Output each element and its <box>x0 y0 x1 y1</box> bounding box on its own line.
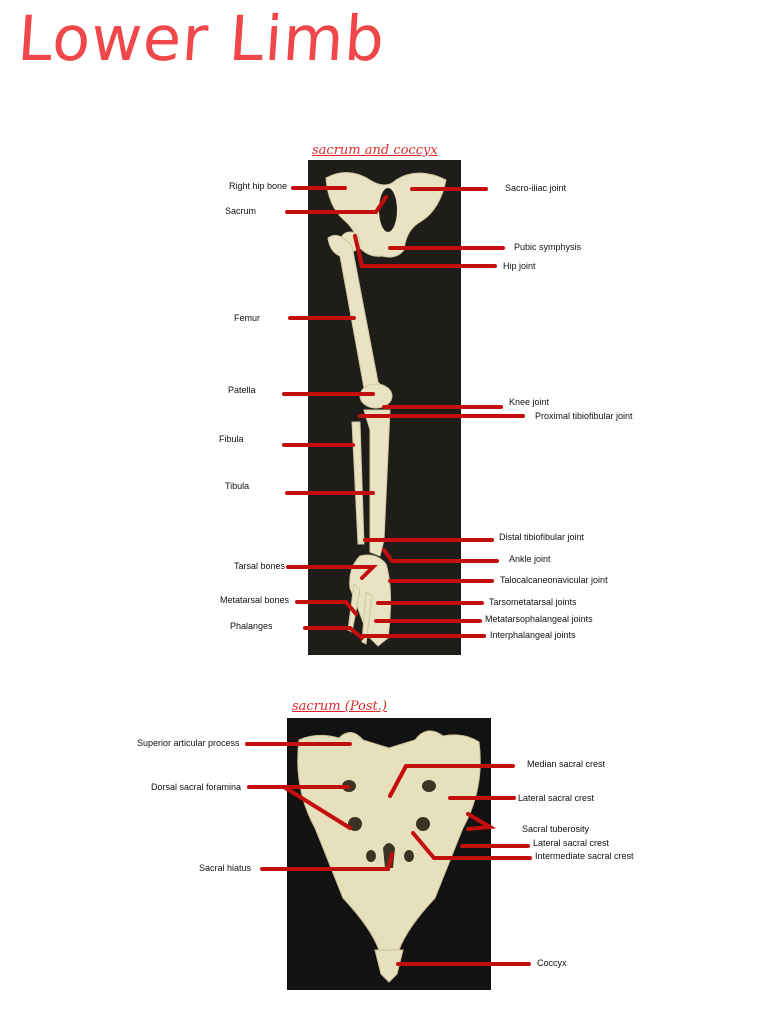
page-title: Lower Limb <box>15 2 388 75</box>
label-sacrum: Sacrum <box>225 206 257 216</box>
label-sacro-iliac-joint: Sacro-iliac joint <box>505 183 567 193</box>
lower-limb-photo <box>308 160 461 655</box>
label-tarsometatarsal-joints: Tarsometatarsal joints <box>489 597 577 607</box>
diagram1-caption: sacrum and coccyx <box>312 143 438 158</box>
label-intermediate-sacral-crest: Intermediate sacral crest <box>535 851 634 861</box>
label-patella: Patella <box>228 385 256 395</box>
label-interphalangeal-joints: Interphalangeal joints <box>490 630 576 640</box>
label-talocalcaneonavicular-joint: Talocalcaneonavicular joint <box>500 575 608 585</box>
label-dorsal-sacral-foramina: Dorsal sacral foramina <box>151 782 242 792</box>
label-proximal-tibiofibular-joint: Proximal tibiofibular joint <box>535 411 633 421</box>
diagram2-caption: sacrum (Post.) <box>292 699 387 714</box>
label-pubic-symphysis: Pubic symphysis <box>514 242 582 252</box>
label-femur: Femur <box>234 313 261 323</box>
sacrum-photo <box>287 718 491 990</box>
label-right-hip-bone: Right hip bone <box>229 181 288 191</box>
label-distal-tibiofibular-joint: Distal tibiofibular joint <box>499 532 585 542</box>
label-superior-articular-process: Superior articular process <box>137 738 240 748</box>
label-lateral-sacral-crest-lower: Lateral sacral crest <box>533 838 610 848</box>
label-sacral-hiatus: Sacral hiatus <box>199 863 252 873</box>
label-lateral-sacral-crest: Lateral sacral crest <box>518 793 595 803</box>
label-phalanges: Phalanges <box>230 621 273 631</box>
label-tibula: Tibula <box>225 481 250 491</box>
label-hip-joint: Hip joint <box>503 261 536 271</box>
label-metatarsal-bones: Metatarsal bones <box>220 595 290 605</box>
label-metatarsophalangeal-joints: Metatarsophalangeal joints <box>485 614 593 624</box>
label-sacral-tuberosity: Sacral tuberosity <box>522 824 590 834</box>
label-tarsal-bones: Tarsal bones <box>234 561 286 571</box>
label-median-sacral-crest: Median sacral crest <box>527 759 606 769</box>
label-coccyx: Coccyx <box>537 958 567 968</box>
label-ankle-joint: Ankle joint <box>509 554 551 564</box>
label-knee-joint: Knee joint <box>509 397 550 407</box>
label-fibula: Fibula <box>219 434 244 444</box>
